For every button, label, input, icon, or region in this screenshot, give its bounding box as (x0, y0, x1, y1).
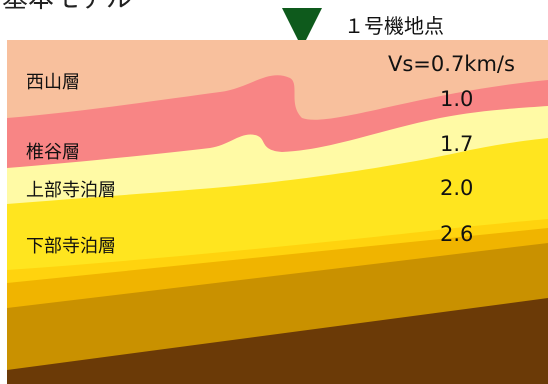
layer-label-upper-teradomari: 上部寺泊層 (26, 180, 116, 201)
layer-label-nishiyama: 西山層 (26, 72, 80, 93)
page-title: 基本モデル (2, 0, 132, 15)
vs-value-2.0: 2.0 (440, 176, 474, 200)
layer-label-shiiya: 椎谷層 (26, 142, 80, 163)
deep-layer-3 (7, 298, 548, 384)
vs-value-0.7: Vs=0.7km/s (388, 52, 515, 76)
vs-value-1.0: 1.0 (440, 87, 474, 111)
vs-value-1.7: 1.7 (440, 132, 474, 156)
layer-label-lower-teradomari: 下部寺泊層 (26, 236, 116, 257)
vs-value-2.6: 2.6 (440, 222, 474, 246)
site-label: １号機地点 (344, 14, 444, 38)
